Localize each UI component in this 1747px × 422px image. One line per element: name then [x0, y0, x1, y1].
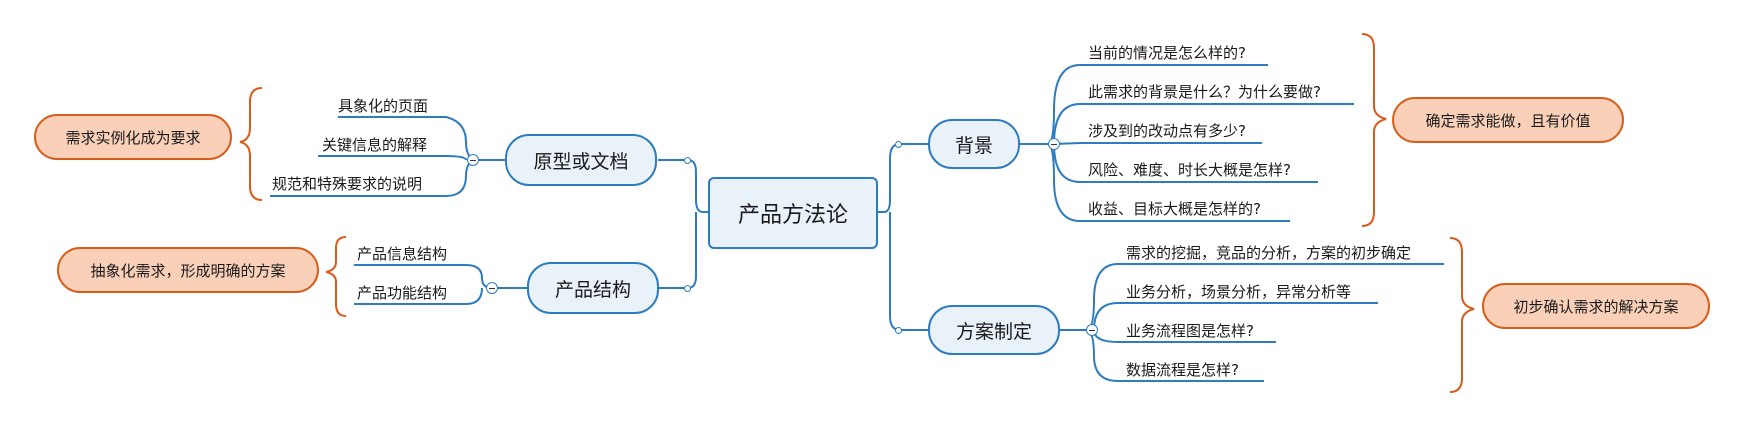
summary-structure[interactable]: 抽象化需求，形成明确的方案: [57, 247, 319, 293]
leaf-prototype-2[interactable]: 关键信息的解释: [322, 136, 428, 154]
root-node[interactable]: 产品方法论: [708, 177, 878, 249]
summary-solution[interactable]: 初步确认需求的解决方案: [1482, 283, 1710, 329]
connector-dot-structure: [684, 285, 691, 292]
leaf-structure-1[interactable]: 产品信息结构: [357, 245, 448, 263]
collapse-toggle-solution[interactable]: [1086, 324, 1098, 336]
leaf-solution-1[interactable]: 需求的挖掘，竞品的分析，方案的初步确定: [1126, 244, 1412, 262]
leaf-solution-3[interactable]: 业务流程图是怎样?: [1126, 322, 1254, 340]
topic-solution-label: 方案制定: [955, 320, 1032, 343]
summary-brace-prototype: [239, 87, 263, 201]
topic-product-structure[interactable]: 产品结构: [527, 262, 659, 314]
topic-background-label: 背景: [954, 134, 993, 157]
summary-background[interactable]: 确定需求能做，且有价值: [1392, 97, 1624, 143]
collapse-toggle-structure[interactable]: [486, 282, 498, 294]
leaf-solution-2[interactable]: 业务分析，场景分析，异常分析等: [1126, 283, 1352, 301]
leaf-background-3[interactable]: 涉及到的改动点有多少?: [1088, 122, 1246, 140]
connector-root-left: [658, 159, 709, 213]
connector-dot-background: [895, 141, 902, 148]
connector-root-left-2: [658, 212, 697, 289]
topic-background[interactable]: 背景: [928, 119, 1020, 169]
connector-root-right: [876, 143, 928, 213]
connector-background-leaf-3: [1053, 142, 1262, 145]
summary-solution-label: 初步确认需求的解决方案: [1513, 297, 1679, 316]
connector-background-leaf-4: [1053, 143, 1318, 183]
summary-structure-label: 抽象化需求，形成明确的方案: [90, 261, 286, 280]
leaf-prototype-3[interactable]: 规范和特殊要求的说明: [272, 175, 423, 193]
topic-prototype-doc[interactable]: 原型或文档: [505, 134, 657, 186]
summary-prototype-label: 需求实例化成为要求: [65, 128, 201, 147]
summary-brace-structure: [325, 236, 347, 317]
connector-prototype-leaf-2: [318, 155, 467, 161]
summary-brace-solution: [1449, 237, 1475, 393]
collapse-toggle-background[interactable]: [1048, 138, 1060, 150]
connector-dot-prototype: [684, 157, 691, 164]
connector-dot-solution: [895, 327, 902, 334]
connector-root-right-2: [889, 212, 928, 331]
topic-prototype-doc-label: 原型或文档: [533, 150, 629, 173]
summary-brace-background: [1361, 33, 1387, 227]
summary-prototype[interactable]: 需求实例化成为要求: [34, 114, 232, 160]
leaf-prototype-1[interactable]: 具象化的页面: [338, 97, 429, 115]
connector-structure-leaf-2: [354, 287, 483, 305]
summary-background-label: 确定需求能做，且有价值: [1425, 111, 1591, 130]
topic-solution[interactable]: 方案制定: [928, 305, 1060, 355]
leaf-background-5[interactable]: 收益、目标大概是怎样的?: [1088, 200, 1261, 218]
collapse-toggle-prototype[interactable]: [467, 154, 479, 166]
leaf-background-1[interactable]: 当前的情况是怎么样的?: [1088, 44, 1246, 62]
leaf-background-2[interactable]: 此需求的背景是什么？为什么要做?: [1088, 83, 1321, 101]
leaf-structure-2[interactable]: 产品功能结构: [357, 284, 448, 302]
topic-product-structure-label: 产品结构: [554, 278, 631, 301]
leaf-background-4[interactable]: 风险、难度、时长大概是怎样?: [1088, 161, 1291, 179]
connector-background-leaf-2: [1053, 103, 1354, 145]
leaf-solution-4[interactable]: 数据流程是怎样?: [1126, 361, 1239, 379]
root-node-label: 产品方法论: [737, 203, 848, 228]
